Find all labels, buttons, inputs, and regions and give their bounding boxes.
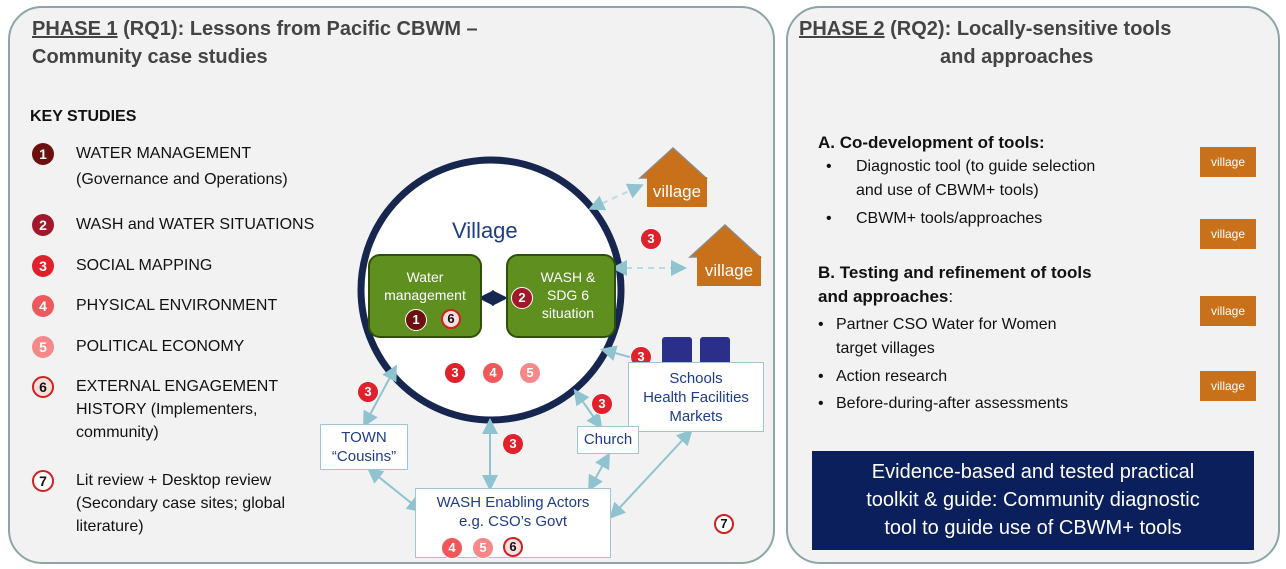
a-bullet-1-dot: • <box>826 158 832 175</box>
wash-marker-2: 2 <box>511 287 533 309</box>
study-6-line3: community) <box>76 424 159 441</box>
water-mgmt-line1: Water <box>406 269 444 285</box>
evidence-line1: Evidence-based and tested practical <box>871 461 1195 483</box>
enabling-line2: e.g. CSO’s Govt <box>458 513 568 530</box>
water-mgmt-line2: management <box>384 287 466 303</box>
town-box: TOWN “Cousins” <box>320 424 408 470</box>
marker-3-villages: 3 <box>640 228 662 250</box>
section-b-line1: B. Testing and refinement of tools <box>818 263 1092 282</box>
study-3-marker: 3 <box>32 255 54 277</box>
wash-line1: WASH & <box>540 269 596 285</box>
section-b-line2: and approaches <box>818 287 949 306</box>
phase1-title-rq: (RQ1): <box>117 18 190 40</box>
marker-3-town: 3 <box>357 381 379 403</box>
church-box: Church <box>577 426 639 454</box>
study-5-marker: 5 <box>32 336 54 358</box>
enabling-marker-4: 4 <box>441 537 463 559</box>
arrow-town-enabling <box>366 467 424 513</box>
study-4-line1: PHYSICAL ENVIRONMENT <box>76 297 278 314</box>
wash-sdg-box: WASH & SDG 6 situation <box>506 254 616 338</box>
evidence-line3: tool to guide use of CBWM+ tools <box>884 517 1182 539</box>
b-bullet-2-line1: Action research <box>836 368 948 385</box>
village-house-1: village <box>647 177 707 207</box>
village-label: Village <box>452 218 518 243</box>
phase1-title-line2: Community case studies <box>32 46 268 68</box>
marker-3-church: 3 <box>591 393 613 415</box>
dashed-arrow-village-1 <box>588 183 644 211</box>
b-bullet-1-dot: • <box>818 316 824 333</box>
study-1-line1: WATER MANAGEMENT <box>76 145 252 162</box>
phase1-title-phase: PHASE 1 <box>32 18 118 40</box>
town-line2: “Cousins” <box>331 448 397 465</box>
study-7-marker: 7 <box>32 470 54 492</box>
p2-house-4: village <box>1200 371 1256 401</box>
phase2-title-rq: (RQ2): <box>884 18 957 40</box>
p2-house-3: village <box>1200 296 1256 326</box>
schools-line1: Schools <box>669 370 723 387</box>
circle-marker-4: 4 <box>482 362 504 384</box>
arrow-church-enabling <box>588 452 610 492</box>
enabling-marker-6: 6 <box>503 537 523 557</box>
village-house-2-roof <box>688 223 762 258</box>
enabling-line1: WASH Enabling Actors <box>436 494 590 511</box>
circle-marker-5: 5 <box>519 362 541 384</box>
b-bullet-2-dot: • <box>818 368 824 385</box>
study-7-line2: (Secondary case sites; global <box>76 495 285 512</box>
schools-box: Schools Health Facilities Markets <box>628 362 764 432</box>
marker-3-enabling: 3 <box>502 433 524 455</box>
evidence-outcome-box: Evidence-based and tested practical tool… <box>812 451 1254 550</box>
water-mgmt-marker-6: 6 <box>441 309 461 329</box>
town-line1: TOWN <box>341 429 387 446</box>
study-1-marker: 1 <box>32 143 54 165</box>
a-bullet-1-line1: Diagnostic tool (to guide selection <box>856 158 1096 175</box>
phase1-title: PHASE 1 (RQ1): Lessons from Pacific CBWM… <box>32 18 478 41</box>
schools-line3: Markets <box>669 408 723 425</box>
phase2-title-line1: Locally-sensitive tools <box>956 18 1172 40</box>
circle-marker-3: 3 <box>444 362 466 384</box>
evidence-line2: toolkit & guide: Community diagnostic <box>866 489 1200 511</box>
water-mgmt-marker-1: 1 <box>405 309 427 331</box>
lit-review-marker-7: 7 <box>714 514 734 534</box>
b-bullet-3-line1: Before-during-after assessments <box>836 395 1069 412</box>
building-icon-2 <box>700 337 730 365</box>
study-1-line2: (Governance and Operations) <box>76 171 288 188</box>
schools-line2: Health Facilities <box>643 389 749 406</box>
study-3-line1: SOCIAL MAPPING <box>76 257 213 274</box>
a-bullet-2-line1: CBWM+ tools/approaches <box>856 210 1043 227</box>
section-b-colon: : <box>948 287 954 306</box>
p2-house-1: village <box>1200 147 1256 177</box>
study-7-line1: Lit review + Desktop review <box>76 472 272 489</box>
village-house-1-roof <box>638 146 708 179</box>
village-house-2: village <box>697 256 761 286</box>
phase1-title-line1: Lessons from Pacific CBWM – <box>189 18 478 40</box>
study-2-line1: WASH and WATER SITUATIONS <box>76 216 315 233</box>
study-5-line1: POLITICAL ECONOMY <box>76 338 245 355</box>
phase2-title: PHASE 2 (RQ2): Locally-sensitive tools <box>799 18 1171 41</box>
wash-line2: SDG 6 <box>546 287 589 303</box>
study-6-marker: 6 <box>32 376 54 398</box>
section-b-line2-wrap: and approaches: <box>818 286 953 308</box>
b-bullet-1-line1: Partner CSO Water for Women <box>836 316 1057 333</box>
wash-line3: situation <box>541 305 595 321</box>
study-7-line3: literature) <box>76 518 144 535</box>
arrow-village-church <box>573 388 603 430</box>
a-bullet-2-dot: • <box>826 210 832 227</box>
study-6-line2: HISTORY (Implementers, <box>76 401 258 418</box>
key-studies-heading: KEY STUDIES <box>30 108 137 125</box>
study-6-line1: EXTERNAL ENGAGEMENT <box>76 378 279 395</box>
p2-house-2: village <box>1200 219 1256 249</box>
a-bullet-1-line2: and use of CBWM+ tools) <box>856 182 1039 199</box>
enabling-marker-5: 5 <box>472 537 494 559</box>
b-bullet-1-line2: target villages <box>836 340 935 357</box>
building-icon-1 <box>662 337 692 365</box>
study-4-marker: 4 <box>32 295 54 317</box>
phase2-title-line2: and approaches <box>940 46 1094 68</box>
study-2-marker: 2 <box>32 214 54 236</box>
phase2-title-phase: PHASE 2 <box>799 18 885 40</box>
arrow-village-town <box>363 364 397 428</box>
arrow-enabling-schools <box>609 429 693 519</box>
section-a-heading: A. Co-development of tools: <box>818 133 1045 152</box>
b-bullet-3-dot: • <box>818 395 824 412</box>
